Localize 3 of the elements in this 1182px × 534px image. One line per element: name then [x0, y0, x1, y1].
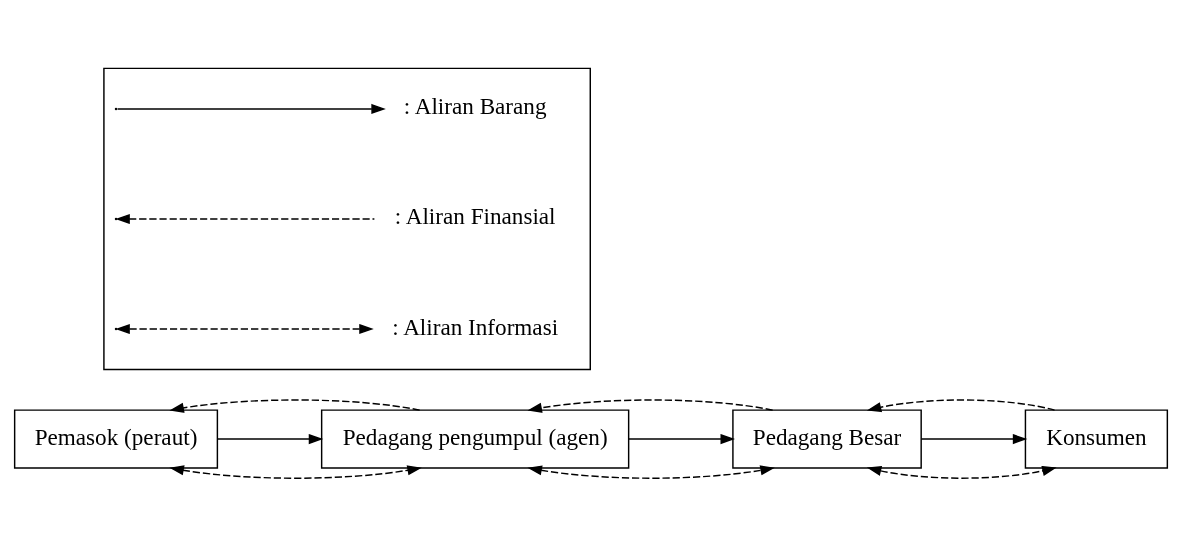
legend-label: : Aliran Informasi — [392, 313, 559, 340]
legend-label: : Aliran Barang — [403, 92, 547, 119]
legend-label: : Aliran Finansial — [394, 202, 556, 229]
